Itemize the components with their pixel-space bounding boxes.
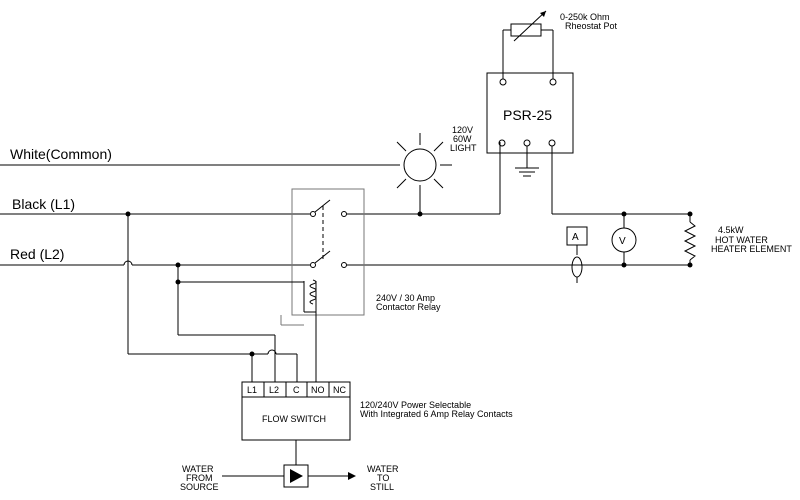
ammeter [566, 226, 588, 283]
terminal-l1: L1 [247, 385, 257, 395]
terminal-no: NO [311, 385, 325, 395]
water-to-label-2: TO [377, 473, 389, 483]
red-l2-line [0, 260, 690, 266]
heater-element-label: HEATER ELEMENT [711, 244, 792, 254]
flow-direction-icon [222, 440, 356, 488]
flow-switch-note-1: 120/240V Power Selectable [360, 400, 471, 410]
flow-switch-label: FLOW SWITCH [262, 414, 326, 424]
black-l1-line [0, 142, 501, 215]
contactor-relay [291, 188, 365, 316]
lamp-light-label: LIGHT [450, 143, 477, 153]
heater-element-icon [683, 214, 697, 265]
rheostat-pot-icon [502, 10, 554, 79]
white-common-label: White(Common) [10, 146, 112, 162]
ammeter-symbol: A [572, 232, 579, 243]
terminal-l2: L2 [269, 385, 279, 395]
contactor-rating-label: 240V / 30 Amp [376, 293, 435, 303]
pot-type-label: Rheostat Pot [565, 21, 618, 31]
water-from-label-2: FROM [186, 473, 213, 483]
ground-icon [515, 167, 539, 177]
water-from-label-3: SOURCE [180, 482, 219, 492]
heater-power-label: 4.5kW [718, 225, 744, 235]
water-to-label-3: STILL [370, 482, 394, 492]
voltmeter [611, 214, 637, 265]
voltmeter-symbol: V [619, 236, 626, 247]
psr25-label: PSR-25 [503, 107, 552, 123]
water-to-label-1: WATER [367, 464, 399, 474]
terminal-nc: NC [333, 385, 346, 395]
flow-switch-note-2: With Integrated 6 Amp Relay Contacts [360, 409, 513, 419]
lamp-voltage-label: 120V [452, 125, 473, 135]
ssr-output-wire [551, 146, 690, 215]
contactor-type-label: Contactor Relay [376, 302, 441, 312]
black-l1-label: Black (L1) [12, 196, 75, 212]
water-from-label-1: WATER [182, 464, 214, 474]
heater-type-label: HOT WATER [715, 235, 768, 245]
terminal-c: C [293, 385, 300, 395]
pot-range-label: 0-250k Ohm [560, 12, 610, 22]
light-bulb-icon [388, 133, 452, 214]
lamp-watts-label: 60W [453, 134, 472, 144]
control-wiring [127, 214, 317, 382]
red-l2-label: Red (L2) [10, 246, 64, 262]
